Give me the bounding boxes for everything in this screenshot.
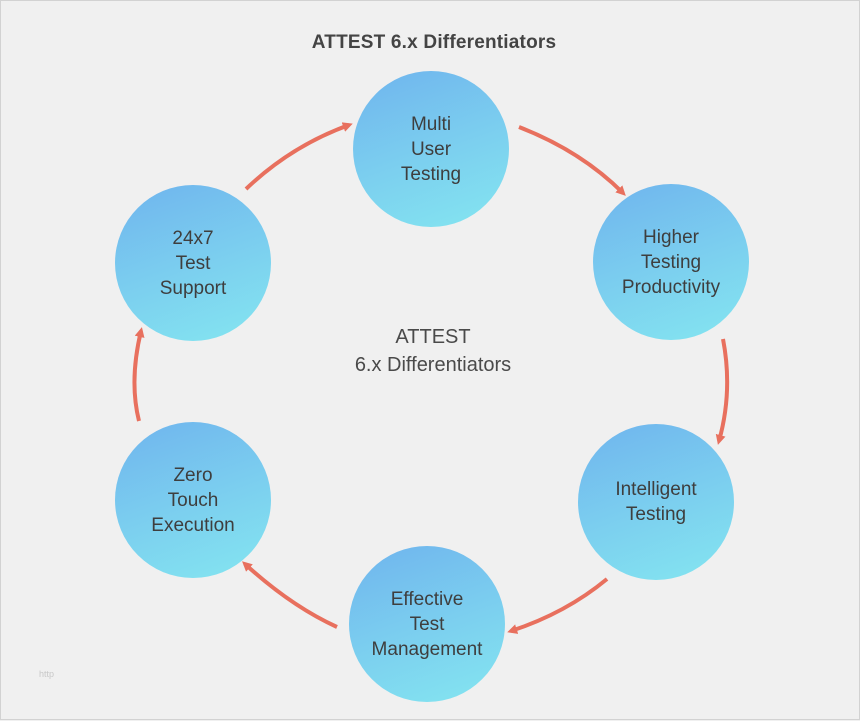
- center-label-line2: 6.x Differentiators: [354, 354, 512, 376]
- node-effective-test-management: Effective Test Management: [349, 546, 505, 702]
- node-label-line: User: [410, 138, 452, 160]
- node-label-line: 24x7: [172, 227, 214, 249]
- node-label-line: Testing: [625, 504, 687, 525]
- node-label-line: Management: [371, 638, 483, 660]
- node-label-line: Test: [409, 613, 445, 635]
- node-label-line: Effective: [390, 588, 464, 610]
- node-label-line: Multi: [410, 113, 452, 135]
- node-label-line: Productivity: [621, 276, 721, 298]
- diagram-title: ATTEST 6.x Differentiators: [311, 32, 557, 53]
- node-label-line: Zero: [173, 464, 213, 486]
- center-label-line1: ATTEST: [395, 326, 471, 348]
- node-label-line: Execution: [151, 514, 235, 536]
- node-multi-user-testing: Multi User Testing: [353, 71, 509, 227]
- arrow-multi-to-higher: [518, 125, 626, 196]
- arrow-24x7-to-multi: [244, 122, 353, 191]
- node-label-line: Touch: [167, 489, 219, 511]
- node-intelligent-testing: Intelligent Testing: [578, 424, 734, 580]
- node-label-line: Higher: [643, 226, 699, 248]
- node-label-line: Testing: [640, 251, 702, 273]
- arrow-intelligent-to-effective: [507, 577, 609, 634]
- node-label-line: Support: [159, 277, 227, 299]
- watermark-text: http: [39, 669, 55, 679]
- center-label: ATTEST 6.x Differentiators: [333, 323, 533, 379]
- node-zero-touch-execution: Zero Touch Execution: [115, 422, 271, 578]
- node-label-line: Testing: [400, 163, 462, 185]
- arrow-zero-to-24x7: [132, 327, 145, 422]
- arrow-effective-to-zero: [242, 561, 338, 629]
- node-higher-testing-productivity: Higher Testing Productivity: [593, 184, 749, 340]
- node-label-line: Intelligent: [615, 479, 697, 500]
- arrow-higher-to-intelligent: [715, 338, 730, 445]
- node-24x7-test-support: 24x7 Test Support: [115, 185, 271, 341]
- node-label-line: Test: [175, 252, 211, 274]
